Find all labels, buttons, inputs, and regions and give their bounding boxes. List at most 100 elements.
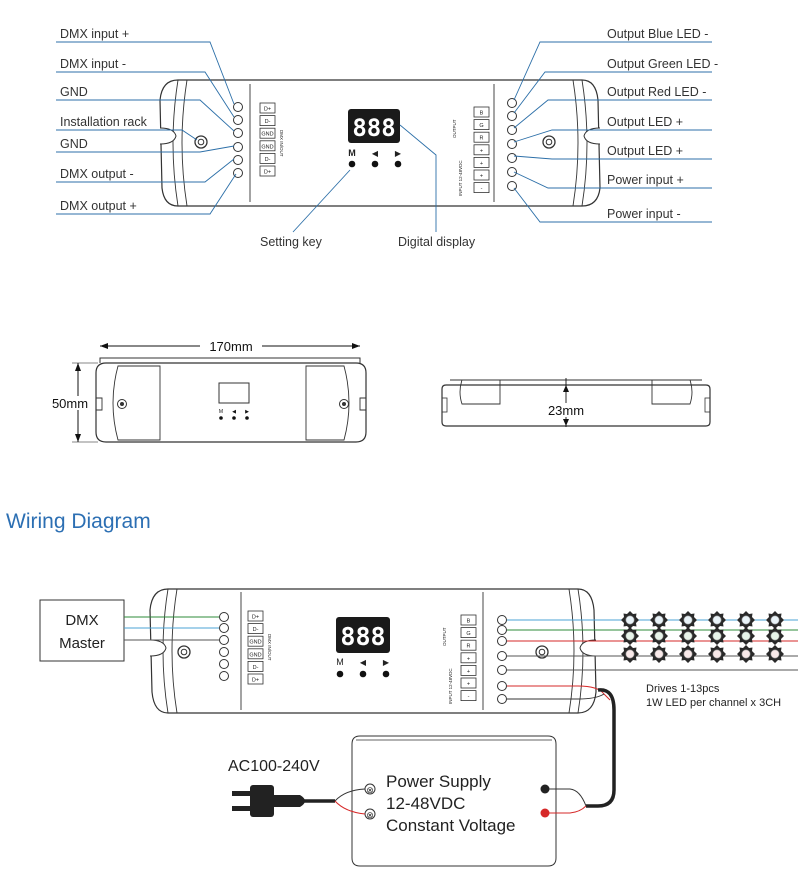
wiring-output-terminal-labels: BGR+++- — [460, 614, 477, 701]
dmx-terminal-label-0: D+ — [264, 107, 271, 113]
output-terminal-box-6 — [473, 182, 490, 194]
led-2-0 — [621, 645, 639, 663]
output-terminal-label-6: - — [481, 186, 483, 192]
psu-negative-terminal — [540, 784, 550, 794]
button-right-label: ▶ — [395, 149, 402, 158]
wiring-dmx-terminal-box-1 — [247, 623, 264, 634]
label-output-led-plus-1: Output LED + — [607, 115, 683, 129]
led-0-2 — [679, 611, 697, 629]
wiring-button-m-label: M — [336, 657, 344, 667]
led-1-4 — [737, 627, 755, 645]
svg-text:⊗: ⊗ — [366, 785, 374, 795]
side-view: 23mm — [441, 378, 711, 427]
dmx-master-line2: Master — [59, 635, 105, 652]
wiring-output-terminal-box-0 — [460, 614, 477, 626]
dmx-master-line1: DMX — [65, 612, 98, 629]
wiring-dmx-screw-5 — [219, 671, 229, 681]
label-digital-display: Digital display — [398, 235, 476, 249]
dmx-master-box: DMX Master — [39, 599, 125, 662]
wiring-output-screw-2 — [497, 636, 507, 646]
output-terminal-box-5 — [473, 169, 490, 181]
wiring-output-terminal-box-1 — [460, 627, 477, 638]
power-wires — [507, 685, 616, 808]
output-terminal-labels: BGR+++- — [473, 106, 490, 194]
wiring-dmx-terminal-label-1: D- — [253, 627, 259, 633]
led-1-5 — [766, 627, 784, 645]
psu-line1: Power Supply — [386, 772, 491, 791]
setting-key-m[interactable] — [348, 160, 356, 168]
dmx-terminal-label-4: D- — [265, 157, 271, 163]
wiring-diagram-title: Wiring Diagram — [6, 510, 151, 533]
dmx-terminal-box-1 — [259, 115, 276, 126]
output-terminal-box-3 — [473, 144, 490, 156]
wiring-dmx-terminal-label-3: GND — [249, 652, 261, 658]
led-note-line2: 1W LED per channel x 3CH — [646, 697, 781, 709]
wiring-dmx-screw-0 — [219, 612, 229, 622]
wiring-output-screw-3 — [497, 651, 507, 661]
wiring-key-right[interactable] — [382, 670, 390, 678]
label-gnd-2: GND — [60, 137, 88, 151]
led-0-0 — [621, 611, 639, 629]
wiring-output-terminal-label-6: - — [468, 694, 470, 700]
output-terminal-box-2 — [473, 131, 490, 143]
wiring-key-m[interactable] — [336, 670, 344, 678]
dmx-terminal-label-2: GND — [261, 132, 273, 138]
psu-positive-terminal — [540, 808, 550, 818]
wiring-digital-display — [336, 617, 390, 653]
wiring-dmx-screw-3 — [219, 647, 229, 657]
wiring-dmx-terminal-label-0: D+ — [252, 615, 259, 621]
wiring-output-screw-0 — [497, 615, 507, 625]
label-setting-key: Setting key — [260, 235, 323, 249]
wiring-display-digits: 888 — [340, 622, 385, 651]
wiring-button-left-label: ◀ — [360, 658, 367, 667]
button-m-label: M — [348, 148, 356, 158]
led-1-0 — [621, 627, 639, 645]
led-0-1 — [650, 611, 668, 629]
dmx-side-text: DMX IN/OUT — [279, 130, 284, 157]
wiring-dmx-terminal-box-2 — [247, 635, 264, 647]
setting-key-right[interactable] — [394, 160, 402, 168]
dmx-terminal-label-5: D+ — [264, 170, 271, 176]
wiring-output-screw-6 — [497, 694, 507, 704]
output-terminal-label-5: + — [480, 174, 483, 180]
led-2-5 — [766, 645, 784, 663]
mount-screw-left — [194, 135, 208, 149]
output-terminal-box-0 — [473, 106, 490, 118]
label-power-input-minus: Power input - — [607, 207, 681, 221]
label-gnd-1: GND — [60, 85, 88, 99]
dmx-terminal-box-2 — [259, 127, 276, 139]
wiring-input-side-text: INPUT 12-48VDC — [448, 668, 453, 704]
led-0-5 — [766, 611, 784, 629]
led-0-4 — [737, 611, 755, 629]
label-dmx-input-plus: DMX input + — [60, 27, 129, 41]
callout-lines — [56, 41, 712, 233]
front-view: M ◀ ▶ — [95, 357, 367, 443]
output-terminal-label-3: + — [480, 148, 483, 154]
led-array — [621, 611, 784, 663]
setting-key-left[interactable] — [371, 160, 379, 168]
input-side-text: INPUT 12-48VDC — [458, 160, 463, 196]
svg-text:◀: ◀ — [232, 409, 236, 415]
led-1-3 — [708, 627, 726, 645]
led-2-3 — [708, 645, 726, 663]
wiring-output-screw-1 — [497, 625, 507, 635]
wiring-dmx-terminal-box-3 — [247, 648, 264, 660]
power-supply-box: ⊗ ⊗ Power Supply 12-48VDC Constant Volta… — [351, 735, 557, 867]
wiring-output-terminal-label-1: G — [466, 631, 470, 637]
label-output-red: Output Red LED - — [607, 85, 706, 99]
wiring-dmx-screw-4 — [219, 659, 229, 669]
wiring-key-left[interactable] — [359, 670, 367, 678]
led-1-2 — [679, 627, 697, 645]
ac-plug: AC100-240V — [228, 758, 366, 817]
wiring-button-right-label: ▶ — [383, 658, 390, 667]
wiring-output-screw-4 — [497, 665, 507, 675]
psu-line3: Constant Voltage — [386, 816, 515, 835]
led-1-1 — [650, 627, 668, 645]
wiring-dmx-side-text: DMX IN/OUT — [267, 634, 272, 661]
dmx-terminal-box-0 — [259, 102, 276, 114]
display-digits: 888 — [352, 114, 395, 142]
label-dmx-output-plus: DMX output + — [60, 199, 137, 213]
wiring-output-terminal-label-0: B — [467, 619, 471, 625]
